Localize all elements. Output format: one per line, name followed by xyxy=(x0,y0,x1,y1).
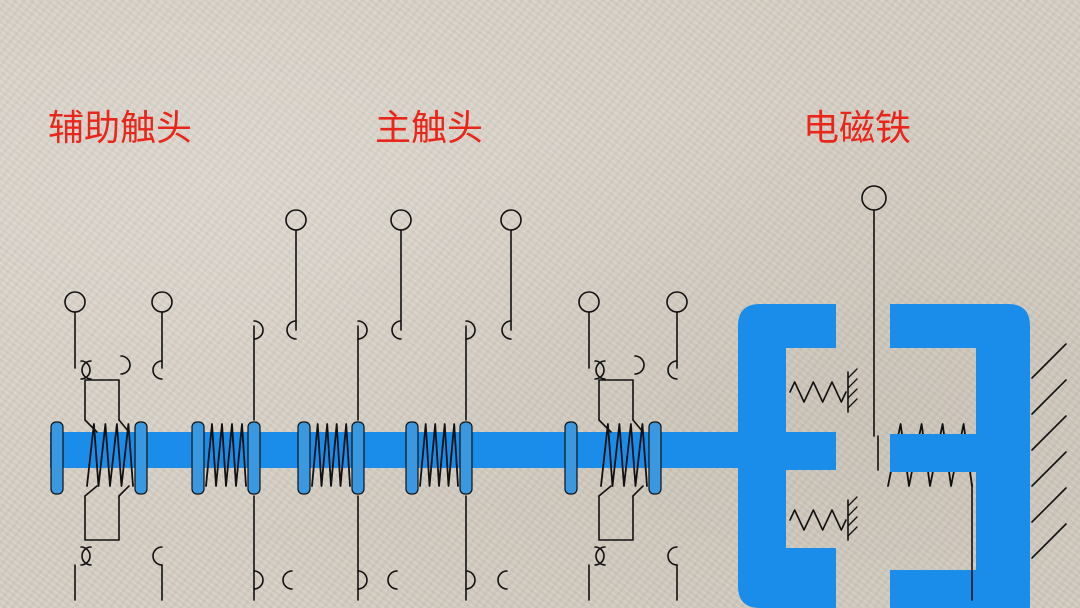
aux-contact-2-hook-lm xyxy=(595,546,606,566)
aux-contact-1-link-lr xyxy=(118,485,130,497)
main-contact-1-terminal xyxy=(285,209,307,231)
aux-contact-1-terminal-right xyxy=(151,291,173,313)
main-contact-2-moving-hook xyxy=(357,320,368,340)
aux-contact-2-link-ll xyxy=(598,485,612,497)
electromagnet-return-spring-lower xyxy=(789,509,847,531)
label-auxiliary-contacts: 辅助触头 xyxy=(48,108,193,149)
aux-contact-1-terminal-left xyxy=(64,291,86,313)
aux-contact-1-hook-um xyxy=(81,360,92,380)
aux-contact-1-spring xyxy=(86,423,134,487)
aux-contact-1-frame-upper xyxy=(84,379,120,421)
electromagnet-anchor-lower-hatch xyxy=(847,516,858,527)
label-main-contacts: 主触头 xyxy=(375,108,484,149)
main-contact-1-fixed-hook xyxy=(286,320,297,340)
frame-wall-hatch xyxy=(1031,415,1067,451)
main-contact-3-disc-right xyxy=(459,421,473,495)
main-contact-1-lower-hook-a xyxy=(253,570,264,590)
aux-contact-1-hook-ul xyxy=(80,360,91,380)
aux-contact-1-frame-lower xyxy=(84,495,120,541)
main-contact-2-lower-hook-a xyxy=(357,570,368,590)
frame-wall-hatch xyxy=(1031,343,1067,379)
electromagnet xyxy=(738,185,1067,608)
main-contact-3-terminal xyxy=(500,209,522,231)
main-contact-3-spring xyxy=(419,423,459,487)
insulator-discs xyxy=(50,421,662,495)
aux-contact-2-hook-ur2 xyxy=(634,355,645,375)
aux-contact-2-terminal-left xyxy=(578,291,600,313)
electromagnet-fixed-core xyxy=(890,304,1030,608)
main-contact-2-terminal xyxy=(390,209,412,231)
frame-wall-hatch xyxy=(1031,523,1067,559)
label-electromagnet: 电磁铁 xyxy=(803,108,912,149)
aux-contact-1-disc-right xyxy=(134,421,148,495)
electromagnet-anchor-lower-hatch xyxy=(847,496,858,507)
main-contact-2-disc-left xyxy=(297,421,311,495)
electromagnet-anchor-upper-hatch xyxy=(847,378,858,389)
electromagnet-anchor-upper-hatch xyxy=(847,398,858,409)
aux-contact-1-disc-left xyxy=(50,421,64,495)
aux-contact-2-frame-lower xyxy=(598,495,634,541)
aux-contact-2-terminal-right xyxy=(666,291,688,313)
aux-contact-1-hook-lr xyxy=(152,546,163,566)
electromagnet-armature xyxy=(738,304,836,608)
aux-contact-1-hook-ur2 xyxy=(120,355,131,375)
main-contact-3-moving-hook xyxy=(465,320,476,340)
main-contact-3-lower-hook-a xyxy=(465,570,476,590)
aux-contact-2-hook-um xyxy=(595,360,606,380)
aux-contact-2-link-lr xyxy=(632,485,644,497)
main-contact-2-lower-hook-b xyxy=(387,570,398,590)
main-contact-2-fixed-hook xyxy=(391,320,402,340)
main-contact-3-disc-left xyxy=(405,421,419,495)
electromagnet-return-spring-upper xyxy=(789,381,847,403)
electromagnet-anchor-lower-hatch xyxy=(847,526,858,537)
main-contact-1-spring xyxy=(205,423,247,487)
main-contact-3-fixed-hook xyxy=(501,320,512,340)
aux-contact-2-frame-upper xyxy=(598,379,634,421)
main-contact-2-disc-right xyxy=(351,421,365,495)
aux-contact-2-hook-ur xyxy=(667,360,678,380)
aux-contact-2-disc-left xyxy=(564,421,578,495)
electromagnet-terminal xyxy=(861,185,887,211)
frame-wall-hatch xyxy=(1031,487,1067,523)
electromagnet-anchor-upper-hatch xyxy=(847,368,858,379)
aux-contact-2-disc-right xyxy=(648,421,662,495)
frame-wall-hatch xyxy=(1031,379,1067,415)
aux-contact-2-hook-lr xyxy=(667,546,678,566)
electromagnet-anchor-lower-hatch xyxy=(847,506,858,517)
contact-frames xyxy=(84,325,644,601)
aux-contact-2-hook-ll xyxy=(594,546,605,566)
main-contact-3-lower-hook-b xyxy=(497,570,508,590)
aux-contact-1-link-ll xyxy=(84,485,98,497)
aux-contact-1-hook-lm xyxy=(81,546,92,566)
aux-contact-1-hook-ll xyxy=(80,546,91,566)
terminals xyxy=(64,209,688,601)
aux-contact-2-hook-ul xyxy=(594,360,605,380)
main-contact-2-spring xyxy=(311,423,351,487)
aux-contact-1-hook-ur xyxy=(152,360,163,380)
main-contact-1-moving-hook xyxy=(253,320,264,340)
main-contact-1-disc-left xyxy=(191,421,205,495)
main-contact-1-lower-hook-b xyxy=(282,570,293,590)
frame-wall-hatch xyxy=(1031,451,1067,487)
main-contact-1-disc-right xyxy=(247,421,261,495)
aux-contact-2-spring xyxy=(600,423,648,487)
electromagnet-anchor-upper-hatch xyxy=(847,388,858,399)
